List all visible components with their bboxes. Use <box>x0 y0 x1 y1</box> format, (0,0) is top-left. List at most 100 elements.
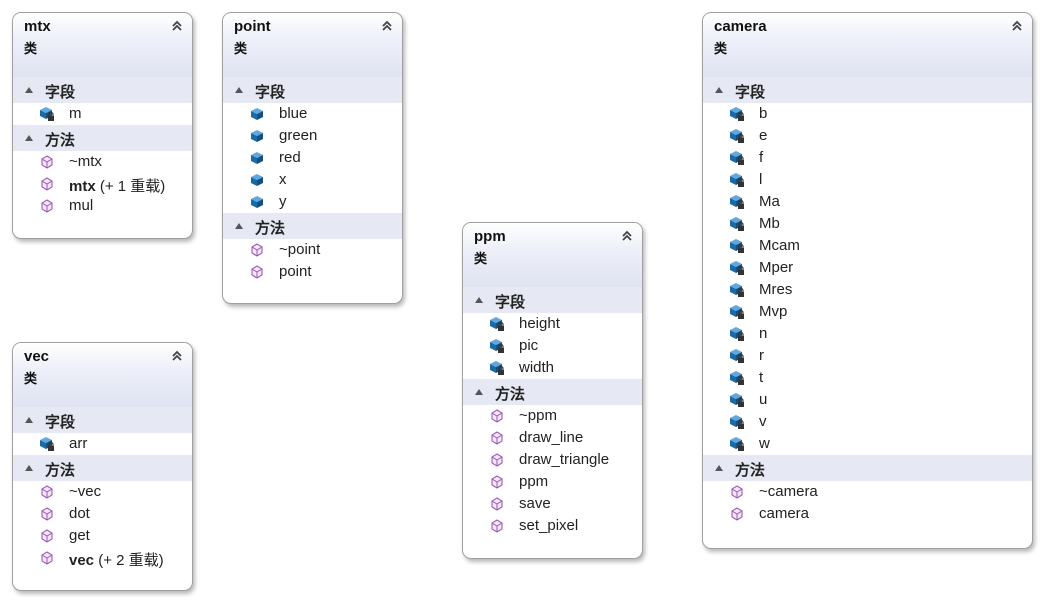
method-row[interactable]: point <box>223 261 402 283</box>
member-name-text: r <box>759 347 764 364</box>
method-row[interactable]: save <box>463 493 642 515</box>
field-row[interactable]: u <box>703 389 1032 411</box>
method-name: set_pixel <box>519 517 578 534</box>
section-toggle-icon[interactable] <box>715 465 723 471</box>
method-row[interactable]: ~mtx <box>13 151 192 173</box>
method-icon <box>489 474 505 490</box>
field-row[interactable]: green <box>223 125 402 147</box>
collapse-icon[interactable] <box>381 20 393 32</box>
collapse-icon[interactable] <box>1011 20 1023 32</box>
method-row[interactable]: draw_triangle <box>463 449 642 471</box>
method-row[interactable]: set_pixel <box>463 515 642 537</box>
field-row[interactable]: y <box>223 191 402 213</box>
section-fields[interactable]: 字段 <box>703 77 1032 103</box>
method-name: draw_triangle <box>519 451 609 468</box>
section-label: 字段 <box>735 84 766 101</box>
collapse-icon[interactable] <box>171 20 183 32</box>
field-row[interactable]: blue <box>223 103 402 125</box>
section-toggle-icon[interactable] <box>475 297 483 303</box>
field-row[interactable]: n <box>703 323 1032 345</box>
field-row[interactable]: f <box>703 147 1032 169</box>
private-field-icon <box>489 338 505 354</box>
field-row[interactable]: m <box>13 103 192 125</box>
section-toggle-icon[interactable] <box>235 87 243 93</box>
class-header[interactable]: camera 类 <box>703 13 1032 77</box>
section-fields[interactable]: 字段 <box>13 407 192 433</box>
collapse-icon[interactable] <box>621 230 633 242</box>
field-row[interactable]: v <box>703 411 1032 433</box>
section-methods[interactable]: 方法 <box>463 379 642 405</box>
field-row[interactable]: Mvp <box>703 301 1032 323</box>
method-row[interactable]: dot <box>13 503 192 525</box>
section-toggle-icon[interactable] <box>475 389 483 395</box>
field-name: m <box>69 105 82 122</box>
section-methods[interactable]: 方法 <box>703 455 1032 481</box>
section-toggle-icon[interactable] <box>25 417 33 423</box>
method-row[interactable]: camera <box>703 503 1032 525</box>
section-toggle-icon[interactable] <box>715 87 723 93</box>
collapse-icon[interactable] <box>171 350 183 362</box>
method-row[interactable]: draw_line <box>463 427 642 449</box>
member-name-text: mul <box>69 197 94 214</box>
field-row[interactable]: red <box>223 147 402 169</box>
field-row[interactable]: height <box>463 313 642 335</box>
class-name: vec <box>24 348 50 365</box>
class-header[interactable]: point 类 <box>223 13 402 77</box>
field-row[interactable]: b <box>703 103 1032 125</box>
method-row[interactable]: get <box>13 525 192 547</box>
field-name: height <box>519 315 560 332</box>
method-row[interactable]: ~vec <box>13 481 192 503</box>
field-name: e <box>759 127 767 144</box>
field-row[interactable]: arr <box>13 433 192 455</box>
section-label: 字段 <box>45 84 76 101</box>
section-label: 方法 <box>255 220 286 237</box>
method-row[interactable]: mul <box>13 195 192 217</box>
field-row[interactable]: l <box>703 169 1032 191</box>
section-fields[interactable]: 字段 <box>13 77 192 103</box>
member-name-text: get <box>69 527 90 544</box>
method-row[interactable]: ~ppm <box>463 405 642 427</box>
section-fields[interactable]: 字段 <box>463 287 642 313</box>
method-row[interactable]: vec (+ 2 重载) <box>13 547 192 569</box>
field-row[interactable]: Mcam <box>703 235 1032 257</box>
section-methods[interactable]: 方法 <box>13 455 192 481</box>
section-toggle-icon[interactable] <box>25 87 33 93</box>
field-row[interactable]: Mb <box>703 213 1032 235</box>
field-row[interactable]: width <box>463 357 642 379</box>
field-row[interactable]: pic <box>463 335 642 357</box>
method-row[interactable]: ppm <box>463 471 642 493</box>
section-label: 方法 <box>45 462 76 479</box>
field-row[interactable]: r <box>703 345 1032 367</box>
class-header[interactable]: ppm 类 <box>463 223 642 287</box>
method-row[interactable]: ~camera <box>703 481 1032 503</box>
member-name-text: red <box>279 149 301 166</box>
section-toggle-icon[interactable] <box>235 223 243 229</box>
section-toggle-icon[interactable] <box>25 135 33 141</box>
field-name: green <box>279 127 317 144</box>
method-icon <box>489 496 505 512</box>
method-row[interactable]: mtx (+ 1 重载) <box>13 173 192 195</box>
field-row[interactable]: t <box>703 367 1032 389</box>
field-row[interactable]: w <box>703 433 1032 455</box>
class-box-ppm[interactable]: ppm 类 字段 height pic width 方法 ~ppm draw_line… <box>462 222 643 559</box>
section-methods[interactable]: 方法 <box>13 125 192 151</box>
field-row[interactable]: e <box>703 125 1032 147</box>
field-row[interactable]: Mres <box>703 279 1032 301</box>
field-row[interactable]: x <box>223 169 402 191</box>
section-toggle-icon[interactable] <box>25 465 33 471</box>
method-name: ~camera <box>759 483 818 500</box>
member-name-text: pic <box>519 337 539 354</box>
section-fields[interactable]: 字段 <box>223 77 402 103</box>
class-header[interactable]: mtx 类 <box>13 13 192 77</box>
method-row[interactable]: ~point <box>223 239 402 261</box>
field-row[interactable]: Mper <box>703 257 1032 279</box>
field-row[interactable]: Ma <box>703 191 1032 213</box>
class-header[interactable]: vec 类 <box>13 343 192 407</box>
section-label: 字段 <box>255 84 286 101</box>
method-name: ~ppm <box>519 407 557 424</box>
section-methods[interactable]: 方法 <box>223 213 402 239</box>
